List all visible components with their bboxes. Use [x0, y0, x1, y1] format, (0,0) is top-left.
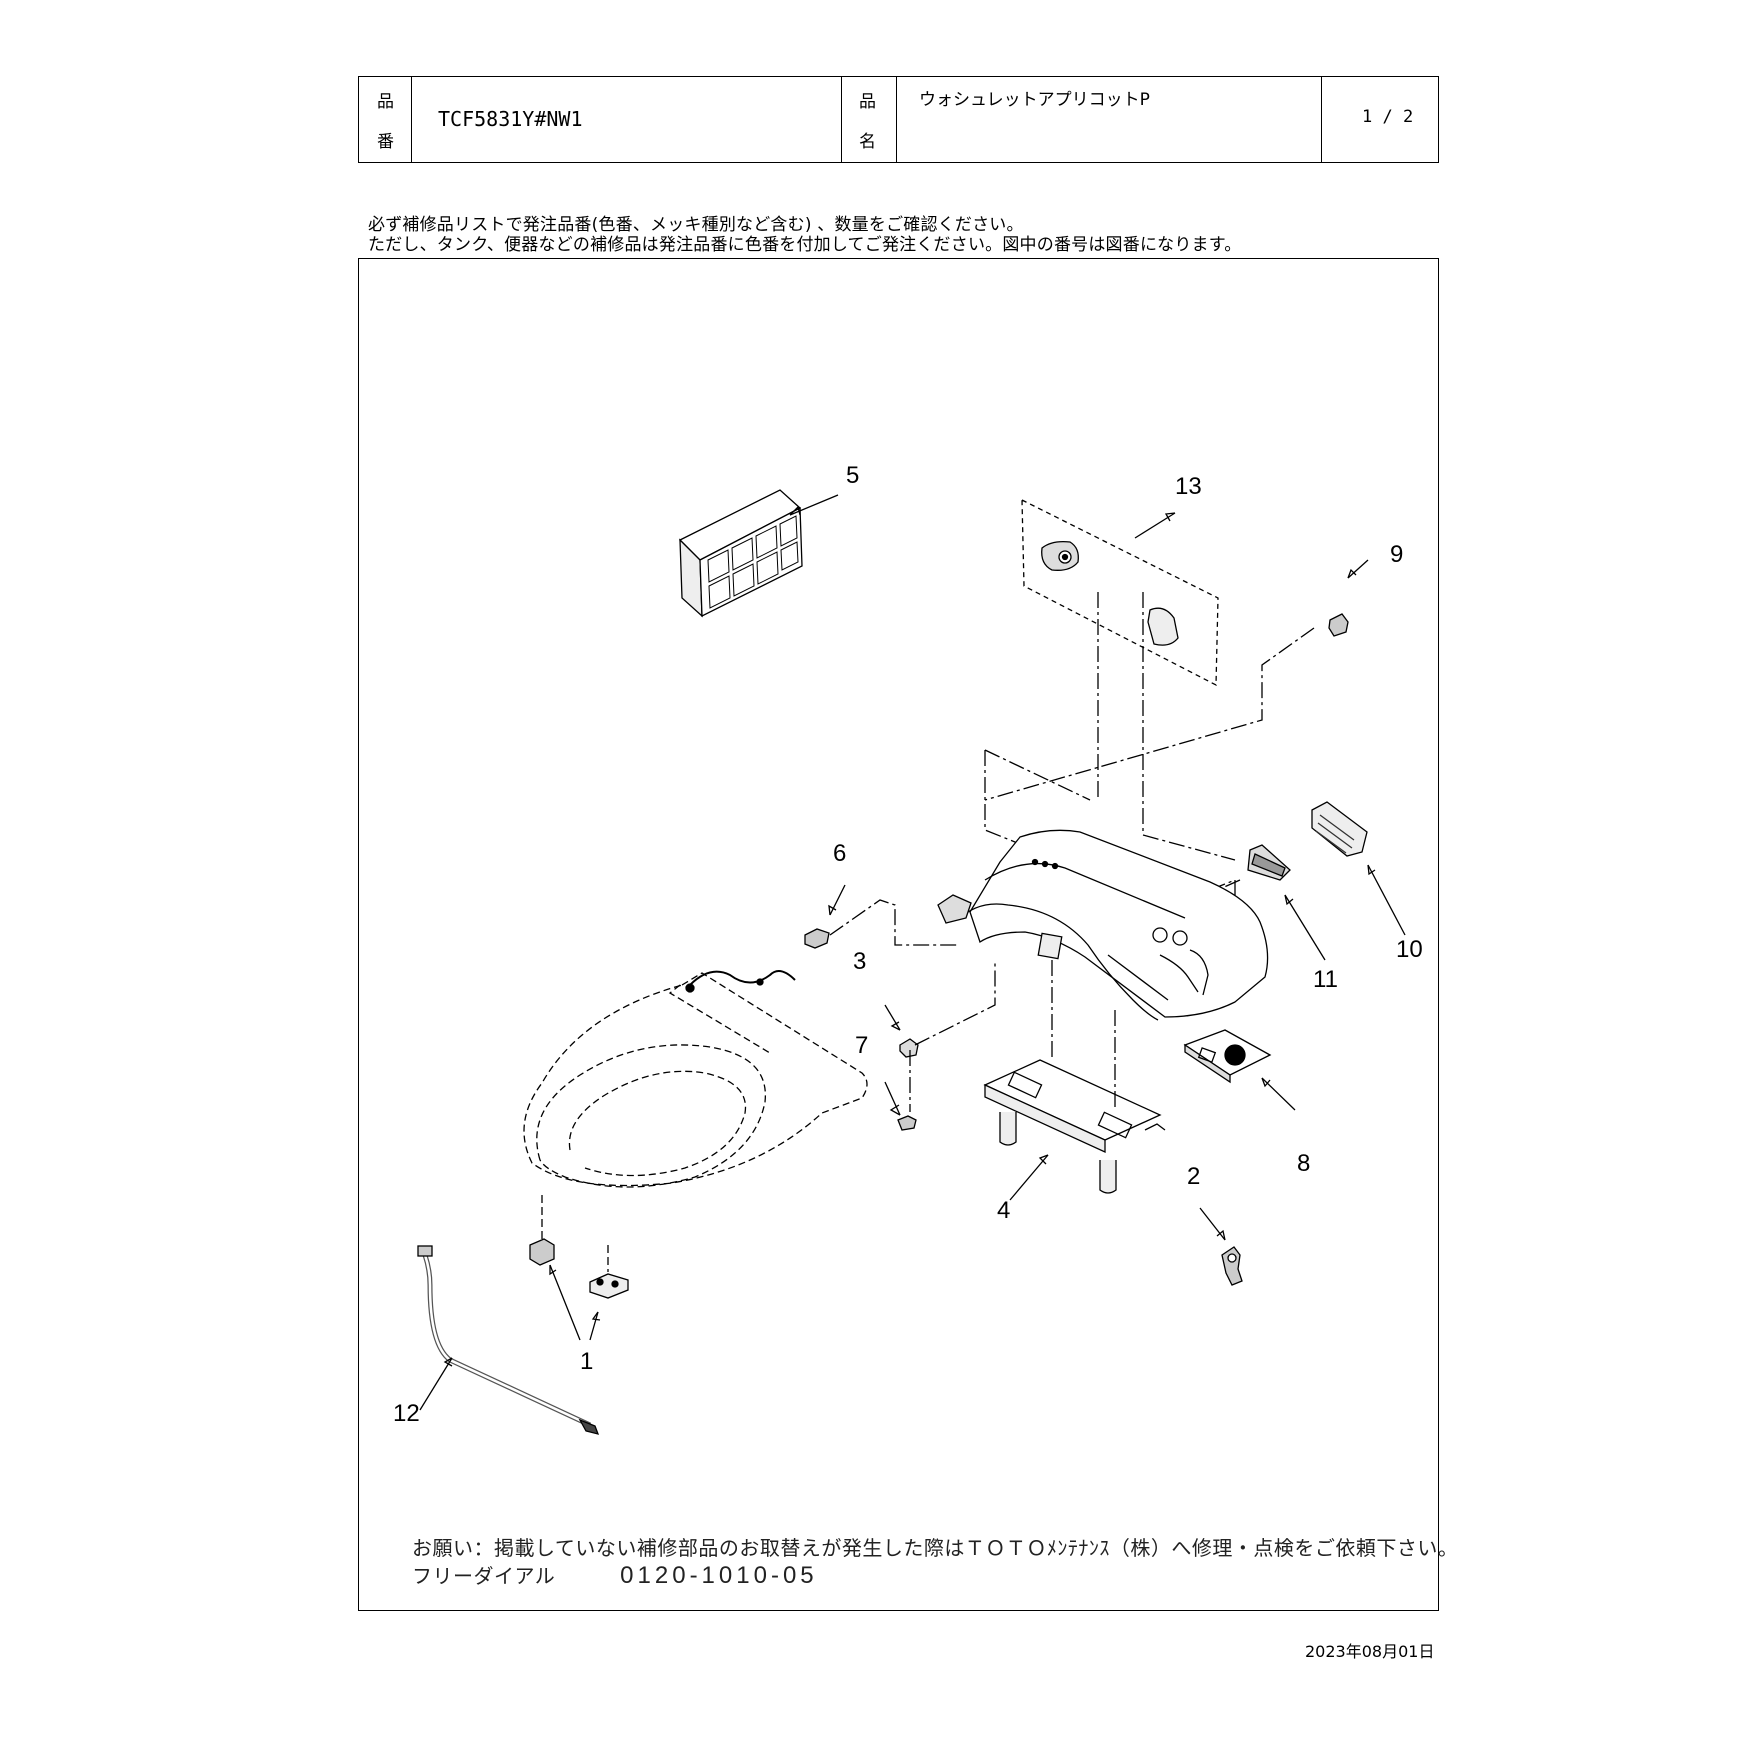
- callout-9: 9: [1390, 541, 1404, 568]
- page-cell: 1 / 2: [1321, 77, 1438, 162]
- part-6-drawing: [804, 928, 830, 949]
- note-line-2: ただし、タンク、便器などの補修品は発注品番に色番を付加してご発注ください。図中の…: [368, 235, 1242, 255]
- part-13-group: [1021, 498, 1219, 687]
- part-10-drawing: [1311, 801, 1368, 857]
- base-plate-drawing: [983, 1059, 1166, 1194]
- part-8-drawing: [1183, 1029, 1272, 1084]
- product-name: ウォシュレットアプリコットP: [919, 90, 1150, 110]
- note-line-1: 必ず補修品リストで発注品番(色番、メッキ種別など含む) 、数量をご確認ください。: [368, 215, 1024, 235]
- issue-date: 2023年08月01日: [1305, 1642, 1435, 1661]
- main-unit-drawing: [937, 829, 1269, 1021]
- product-name-label-top: 品: [859, 92, 876, 112]
- callout-6: 6: [833, 840, 847, 867]
- page-indicator: 1 / 2: [1362, 107, 1414, 127]
- nozzle-cap-drawing: [1041, 540, 1179, 646]
- callout-10: 10: [1396, 936, 1423, 963]
- freedial-label: フリーダイアル: [412, 1564, 556, 1588]
- part-12-hose-drawing: [417, 1245, 600, 1435]
- callout-2: 2: [1187, 1163, 1201, 1190]
- diagram-frame: [358, 258, 1439, 1611]
- seat-wiring-drawing: [685, 970, 796, 993]
- freedial-number: 0120-1010-05: [620, 1562, 818, 1589]
- freedial-line: フリーダイアル 0120-1010-05: [412, 1560, 818, 1590]
- callout-4: 4: [997, 1197, 1011, 1224]
- title-block: 品 番 TCF5831Y#NW1 品 名 ウォシュレットアプリコットP 1 / …: [358, 76, 1439, 163]
- toilet-seat-drawing: [523, 972, 868, 1188]
- callout-3: 3: [853, 948, 867, 975]
- callout-1: 1: [580, 1348, 594, 1375]
- product-name-label-bottom: 名: [859, 132, 876, 152]
- part-1-drawing: [529, 1238, 629, 1299]
- part-7-drawing: [897, 1115, 917, 1131]
- callout-8: 8: [1297, 1150, 1311, 1177]
- callout-7: 7: [855, 1032, 869, 1059]
- part-number-label-bottom: 番: [377, 132, 394, 152]
- product-name-cell: ウォシュレットアプリコットP: [896, 77, 1321, 162]
- part-2-drawing: [1221, 1246, 1243, 1286]
- callout-5: 5: [846, 462, 860, 489]
- remote-control-drawing: [678, 489, 803, 618]
- part-number-cell: TCF5831Y#NW1: [411, 77, 841, 162]
- callout-13: 13: [1175, 473, 1202, 500]
- part-11-drawing: [1247, 844, 1291, 881]
- part-number: TCF5831Y#NW1: [438, 107, 583, 131]
- part-3-drawing: [899, 1038, 919, 1058]
- product-name-label-cell: 品 名: [841, 77, 896, 162]
- part-9-drawing: [1328, 613, 1349, 637]
- part-number-label-top: 品: [377, 92, 394, 112]
- callout-11: 11: [1313, 966, 1338, 993]
- callout-12: 12: [393, 1400, 420, 1427]
- repair-request-note: お願い：掲載していない補修部品のお取替えが発生した際はＴＯＴＯﾒﾝﾃﾅﾝｽ（株）…: [412, 1536, 1459, 1560]
